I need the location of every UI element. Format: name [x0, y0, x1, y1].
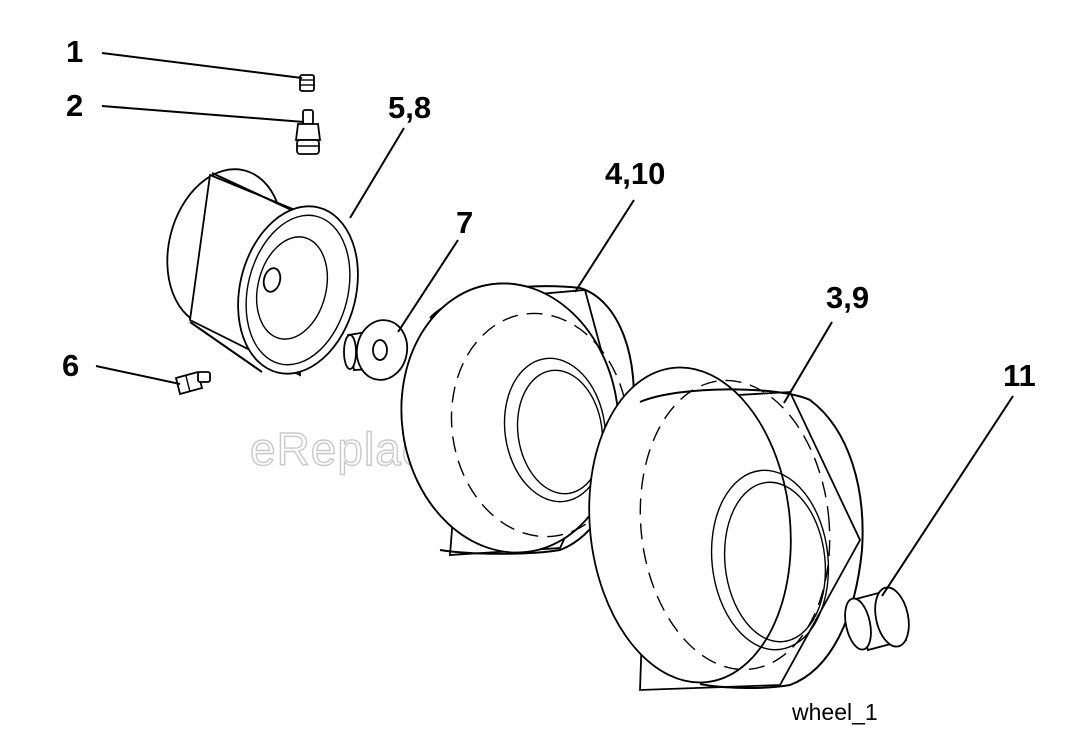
callout-3-9: 3,9 — [826, 280, 869, 315]
valve-cap-part — [299, 74, 315, 92]
rim-part — [166, 168, 359, 377]
callout-5-8: 5,8 — [388, 90, 431, 125]
rear-tire-part — [588, 366, 864, 691]
front-tire-part — [400, 282, 635, 556]
figure-caption: wheel_1 — [791, 699, 878, 725]
callout-11: 11 — [1003, 358, 1036, 393]
callout-2: 2 — [66, 88, 83, 123]
grease-fitting-part — [174, 370, 211, 396]
bearing-part — [343, 319, 409, 381]
hub-cap-part — [844, 586, 910, 652]
callout-7: 7 — [456, 205, 473, 240]
callout-4-10: 4,10 — [605, 156, 665, 191]
leader-lines — [95, 52, 1014, 597]
valve-stem-part — [294, 109, 322, 155]
callout-1: 1 — [66, 34, 83, 69]
callout-6: 6 — [62, 348, 79, 383]
